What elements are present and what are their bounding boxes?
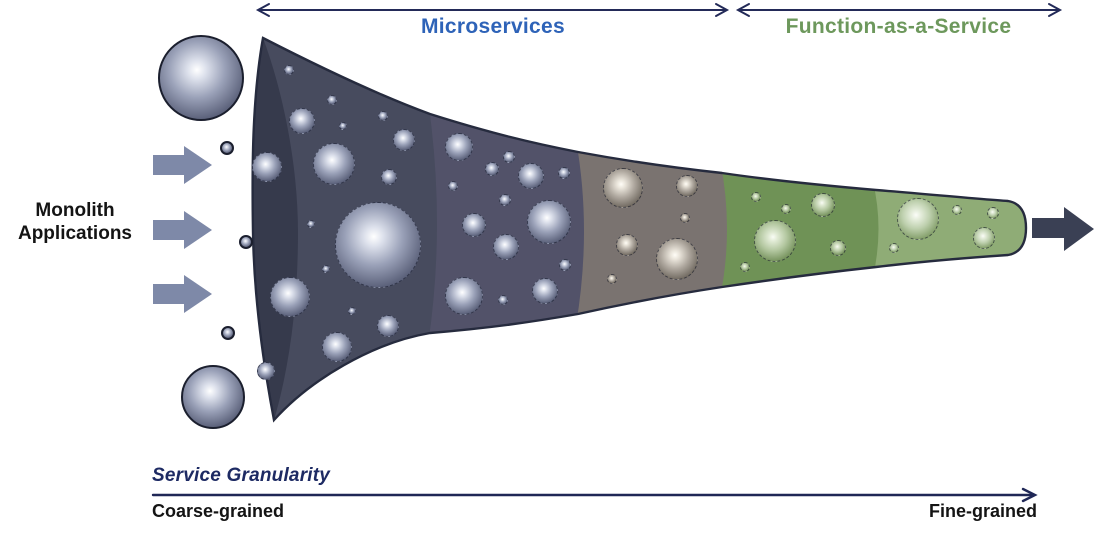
funnel-outline (251, 36, 1028, 423)
label-coarse-grained: Coarse-grained (152, 501, 285, 521)
label-microservices: Microservices (421, 15, 565, 38)
faas-range-arrow-icon (735, 3, 1063, 17)
label-monolith-line1: Monolith (35, 200, 115, 221)
funnel-mouth-rim (252, 38, 298, 420)
granularity-axis-arrow-icon (151, 487, 1038, 503)
label-function-as-a-service: Function-as-a-Service (785, 15, 1012, 38)
label-monolith-line2: Applications (17, 223, 132, 244)
monolith-input-arrow-icon (153, 146, 212, 184)
microservices-range-arrow-icon (255, 3, 730, 17)
monolith-input-arrow-icon (153, 275, 212, 313)
monolith-input-arrow-icon (153, 211, 212, 249)
label-fine-grained: Fine-grained (928, 501, 1037, 521)
label-service-granularity: Service Granularity (152, 465, 331, 486)
output-arrow-icon (1032, 207, 1094, 251)
label-monolith-applications: Monolith Applications (5, 199, 145, 245)
